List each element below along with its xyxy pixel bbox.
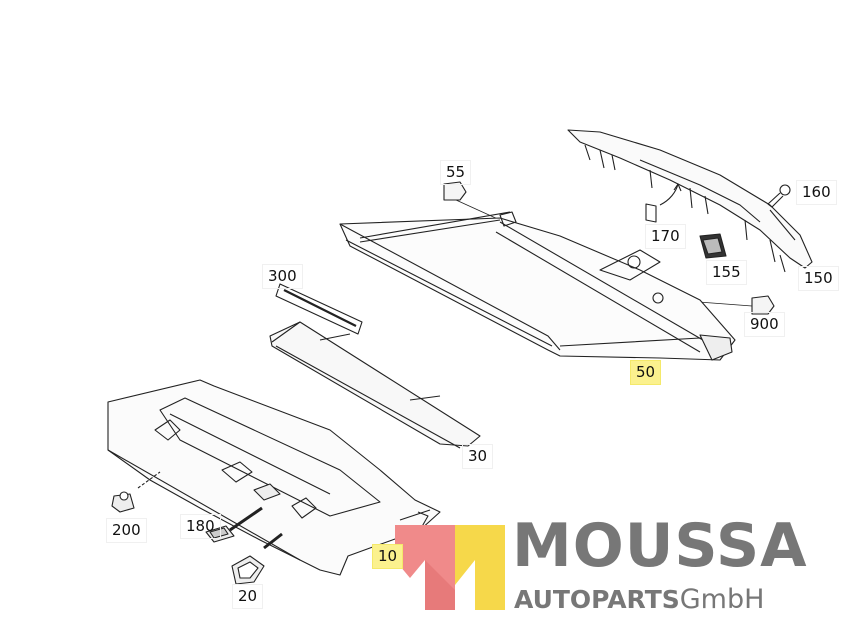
callout-50: 50 xyxy=(630,360,662,385)
part-10-parcel-shelf xyxy=(107,379,441,576)
moussa-logo-mark xyxy=(395,525,505,610)
callout-300: 300 xyxy=(262,264,303,289)
callout-30: 30 xyxy=(462,444,494,469)
callout-180: 180 xyxy=(180,514,221,539)
part-900-clip xyxy=(671,295,775,315)
part-200-clip xyxy=(111,491,135,513)
callout-200: 200 xyxy=(106,518,147,543)
part-150-trim xyxy=(567,129,813,273)
callout-20: 20 xyxy=(232,584,264,609)
moussa-logo-subline: AUTOPARTSGmbH xyxy=(514,586,764,613)
part-30-panel xyxy=(269,321,481,449)
logo-autoparts: AUTOPARTS xyxy=(514,585,680,614)
callout-55: 55 xyxy=(440,160,472,185)
part-20-cover xyxy=(231,555,265,585)
callout-155: 155 xyxy=(706,260,747,285)
part-160-screw xyxy=(767,184,791,208)
logo-gmbh: GmbH xyxy=(679,584,765,615)
callout-170: 170 xyxy=(645,224,686,249)
part-300-badge xyxy=(275,283,363,335)
callout-10: 10 xyxy=(372,544,404,569)
moussa-logo-name: MOUSSA xyxy=(512,511,808,581)
part-155-bracket xyxy=(699,233,727,259)
part-50-roller-blind xyxy=(339,211,736,361)
callout-900: 900 xyxy=(744,312,785,337)
part-55-clip xyxy=(443,181,501,221)
part-170-clip xyxy=(645,183,682,223)
callout-160: 160 xyxy=(796,180,837,205)
callout-150: 150 xyxy=(798,266,839,291)
